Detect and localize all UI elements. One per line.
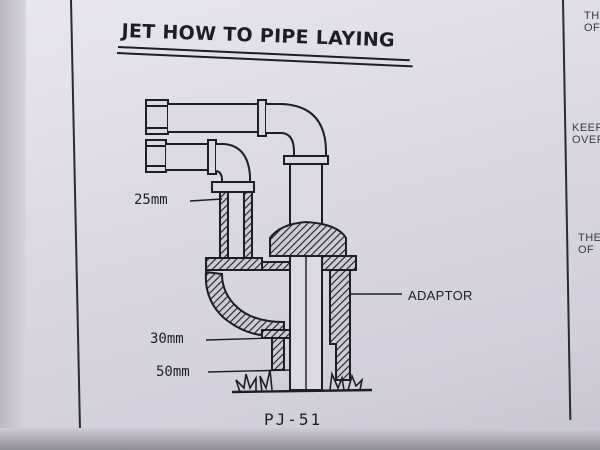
leader-25mm — [189, 198, 223, 202]
pipe-25mm-wall-right — [243, 191, 253, 263]
margin-note-3-line2: OF — [578, 244, 595, 256]
upper-elbow — [266, 103, 327, 159]
margin-note-1: THE OF — [584, 10, 600, 34]
lower-elbow — [215, 143, 251, 185]
lower-pipe-collar — [207, 139, 217, 175]
label-50mm: 50mm — [156, 364, 190, 380]
lower-pipe-end-cap — [145, 139, 167, 173]
upper-pipe — [168, 103, 259, 133]
pipe-30mm-curve — [204, 270, 285, 371]
leader-30mm — [205, 337, 273, 341]
grass — [235, 369, 364, 393]
lower-elbow-collar — [211, 181, 255, 193]
upper-pipe-collar — [257, 99, 267, 137]
label-25mm: 25mm — [134, 192, 168, 208]
margin-note-2-line2: OVEF — [572, 134, 600, 146]
margin-note-2: KEEF OVEF — [572, 122, 600, 146]
lower-pipe — [166, 143, 209, 171]
upper-elbow-collar — [283, 155, 329, 165]
adaptor-dome — [269, 220, 347, 257]
margin-note-3: THE OF — [578, 232, 600, 256]
margin-note-3-line1: THE — [578, 232, 600, 244]
margin-note-1-line1: THE — [584, 10, 600, 22]
paper-bottom-edge — [0, 428, 600, 450]
leader-50mm — [207, 369, 291, 373]
label-30mm: 30mm — [150, 331, 184, 347]
adaptor-band — [205, 257, 263, 271]
margin-note-2-line1: KEEF — [572, 122, 600, 134]
adaptor-body — [329, 269, 351, 381]
paper-fold-shadow — [0, 0, 26, 450]
pipe-25mm-wall-left — [219, 191, 229, 263]
model-code: PJ-51 — [264, 410, 323, 429]
ground-line — [231, 388, 373, 394]
margin-note-1-line2: OF — [584, 22, 600, 34]
label-adaptor: ADAPTOR — [408, 288, 473, 303]
